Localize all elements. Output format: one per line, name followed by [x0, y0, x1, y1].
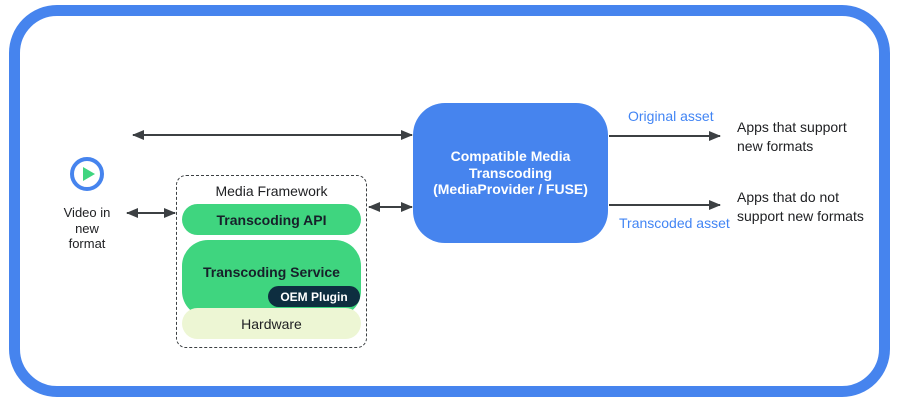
arrow-transcoded-asset [609, 200, 721, 210]
transcoded-asset-label: Transcoded asset [619, 215, 730, 231]
compatible-media-transcoding-box: Compatible Media Transcoding (MediaProvi… [413, 103, 608, 243]
apps-no-support-label: Apps that do not support new formats [737, 189, 864, 224]
hardware-pill: Hardware [182, 308, 361, 339]
transcoding-api-pill: Transcoding API [182, 204, 361, 235]
diagram-border [9, 5, 890, 397]
arrow-original-asset [609, 131, 721, 141]
media-framework-box: Media Framework Transcoding API Transcod… [176, 175, 367, 348]
media-framework-title: Media Framework [215, 183, 328, 199]
play-triangle-icon [82, 167, 95, 181]
video-source-label: Video in new format [63, 205, 111, 251]
arrow-video-to-framework [126, 208, 176, 218]
original-asset-label: Original asset [628, 108, 714, 124]
oem-plugin-pill: OEM Plugin [268, 286, 360, 307]
apps-support-label: Apps that support new formats [737, 119, 847, 154]
play-circle-icon [70, 157, 104, 191]
arrow-framework-to-transcoder [368, 202, 413, 212]
arrow-apps-to-transcoder [132, 130, 413, 140]
